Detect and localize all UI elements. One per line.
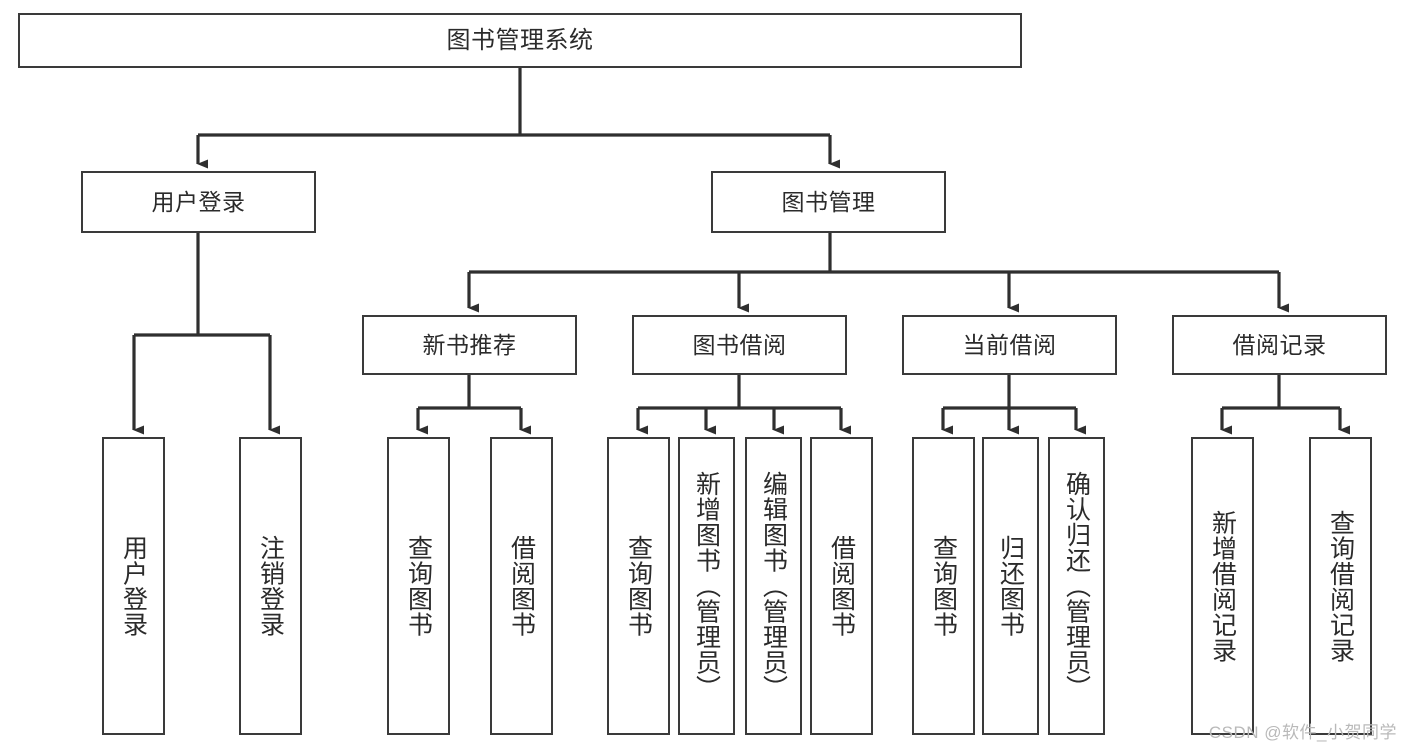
node-label: 用户登录 (119, 535, 148, 637)
node-leaf-return-book[interactable]: 归还图书 (982, 437, 1039, 735)
node-leaf-query-borrow-record[interactable]: 查询借阅记录 (1309, 437, 1372, 735)
node-leaf-confirm-return-admin[interactable]: 确认归还（管理员） (1048, 437, 1105, 735)
node-label: 归还图书 (996, 535, 1025, 637)
node-leaf-query-book-borrow[interactable]: 查询图书 (607, 437, 670, 735)
node-leaf-query-book-recommend[interactable]: 查询图书 (387, 437, 450, 735)
node-label: 编辑图书（管理员） (759, 471, 788, 701)
node-label: 借阅图书 (507, 535, 536, 637)
node-label: 图书管理系统 (446, 26, 594, 54)
node-borrow-record[interactable]: 借阅记录 (1172, 315, 1387, 375)
node-root-library-system[interactable]: 图书管理系统 (18, 13, 1022, 68)
node-new-book-recommend[interactable]: 新书推荐 (362, 315, 577, 375)
node-label: 新增图书（管理员） (692, 471, 721, 701)
node-label: 当前借阅 (962, 331, 1057, 358)
node-current-borrow[interactable]: 当前借阅 (902, 315, 1117, 375)
node-book-borrow[interactable]: 图书借阅 (632, 315, 847, 375)
node-label: 查询图书 (404, 535, 433, 637)
node-label: 确认归还（管理员） (1062, 471, 1091, 701)
csdn-watermark: CSDN @软件_小贺同学 (1208, 723, 1397, 742)
node-leaf-logout[interactable]: 注销登录 (239, 437, 302, 735)
node-label: 新书推荐 (422, 331, 517, 358)
node-leaf-query-book-current[interactable]: 查询图书 (912, 437, 975, 735)
node-label: 查询借阅记录 (1326, 509, 1355, 663)
node-leaf-add-borrow-record[interactable]: 新增借阅记录 (1191, 437, 1254, 735)
node-label: 查询图书 (624, 535, 653, 637)
node-label: 图书管理 (781, 188, 876, 215)
node-label: 用户登录 (151, 188, 246, 215)
node-label: 借阅图书 (827, 535, 856, 637)
node-leaf-user-login[interactable]: 用户登录 (102, 437, 165, 735)
node-label: 查询图书 (929, 535, 958, 637)
node-leaf-add-book-admin[interactable]: 新增图书（管理员） (678, 437, 735, 735)
node-label: 图书借阅 (692, 331, 787, 358)
node-user-login[interactable]: 用户登录 (81, 171, 316, 233)
node-label: 新增借阅记录 (1208, 509, 1237, 663)
node-leaf-borrow-book[interactable]: 借阅图书 (810, 437, 873, 735)
node-leaf-edit-book-admin[interactable]: 编辑图书（管理员） (745, 437, 802, 735)
node-book-management[interactable]: 图书管理 (711, 171, 946, 233)
node-label: 借阅记录 (1232, 331, 1327, 358)
node-label: 注销登录 (256, 535, 285, 637)
node-leaf-borrow-book-recommend[interactable]: 借阅图书 (490, 437, 553, 735)
